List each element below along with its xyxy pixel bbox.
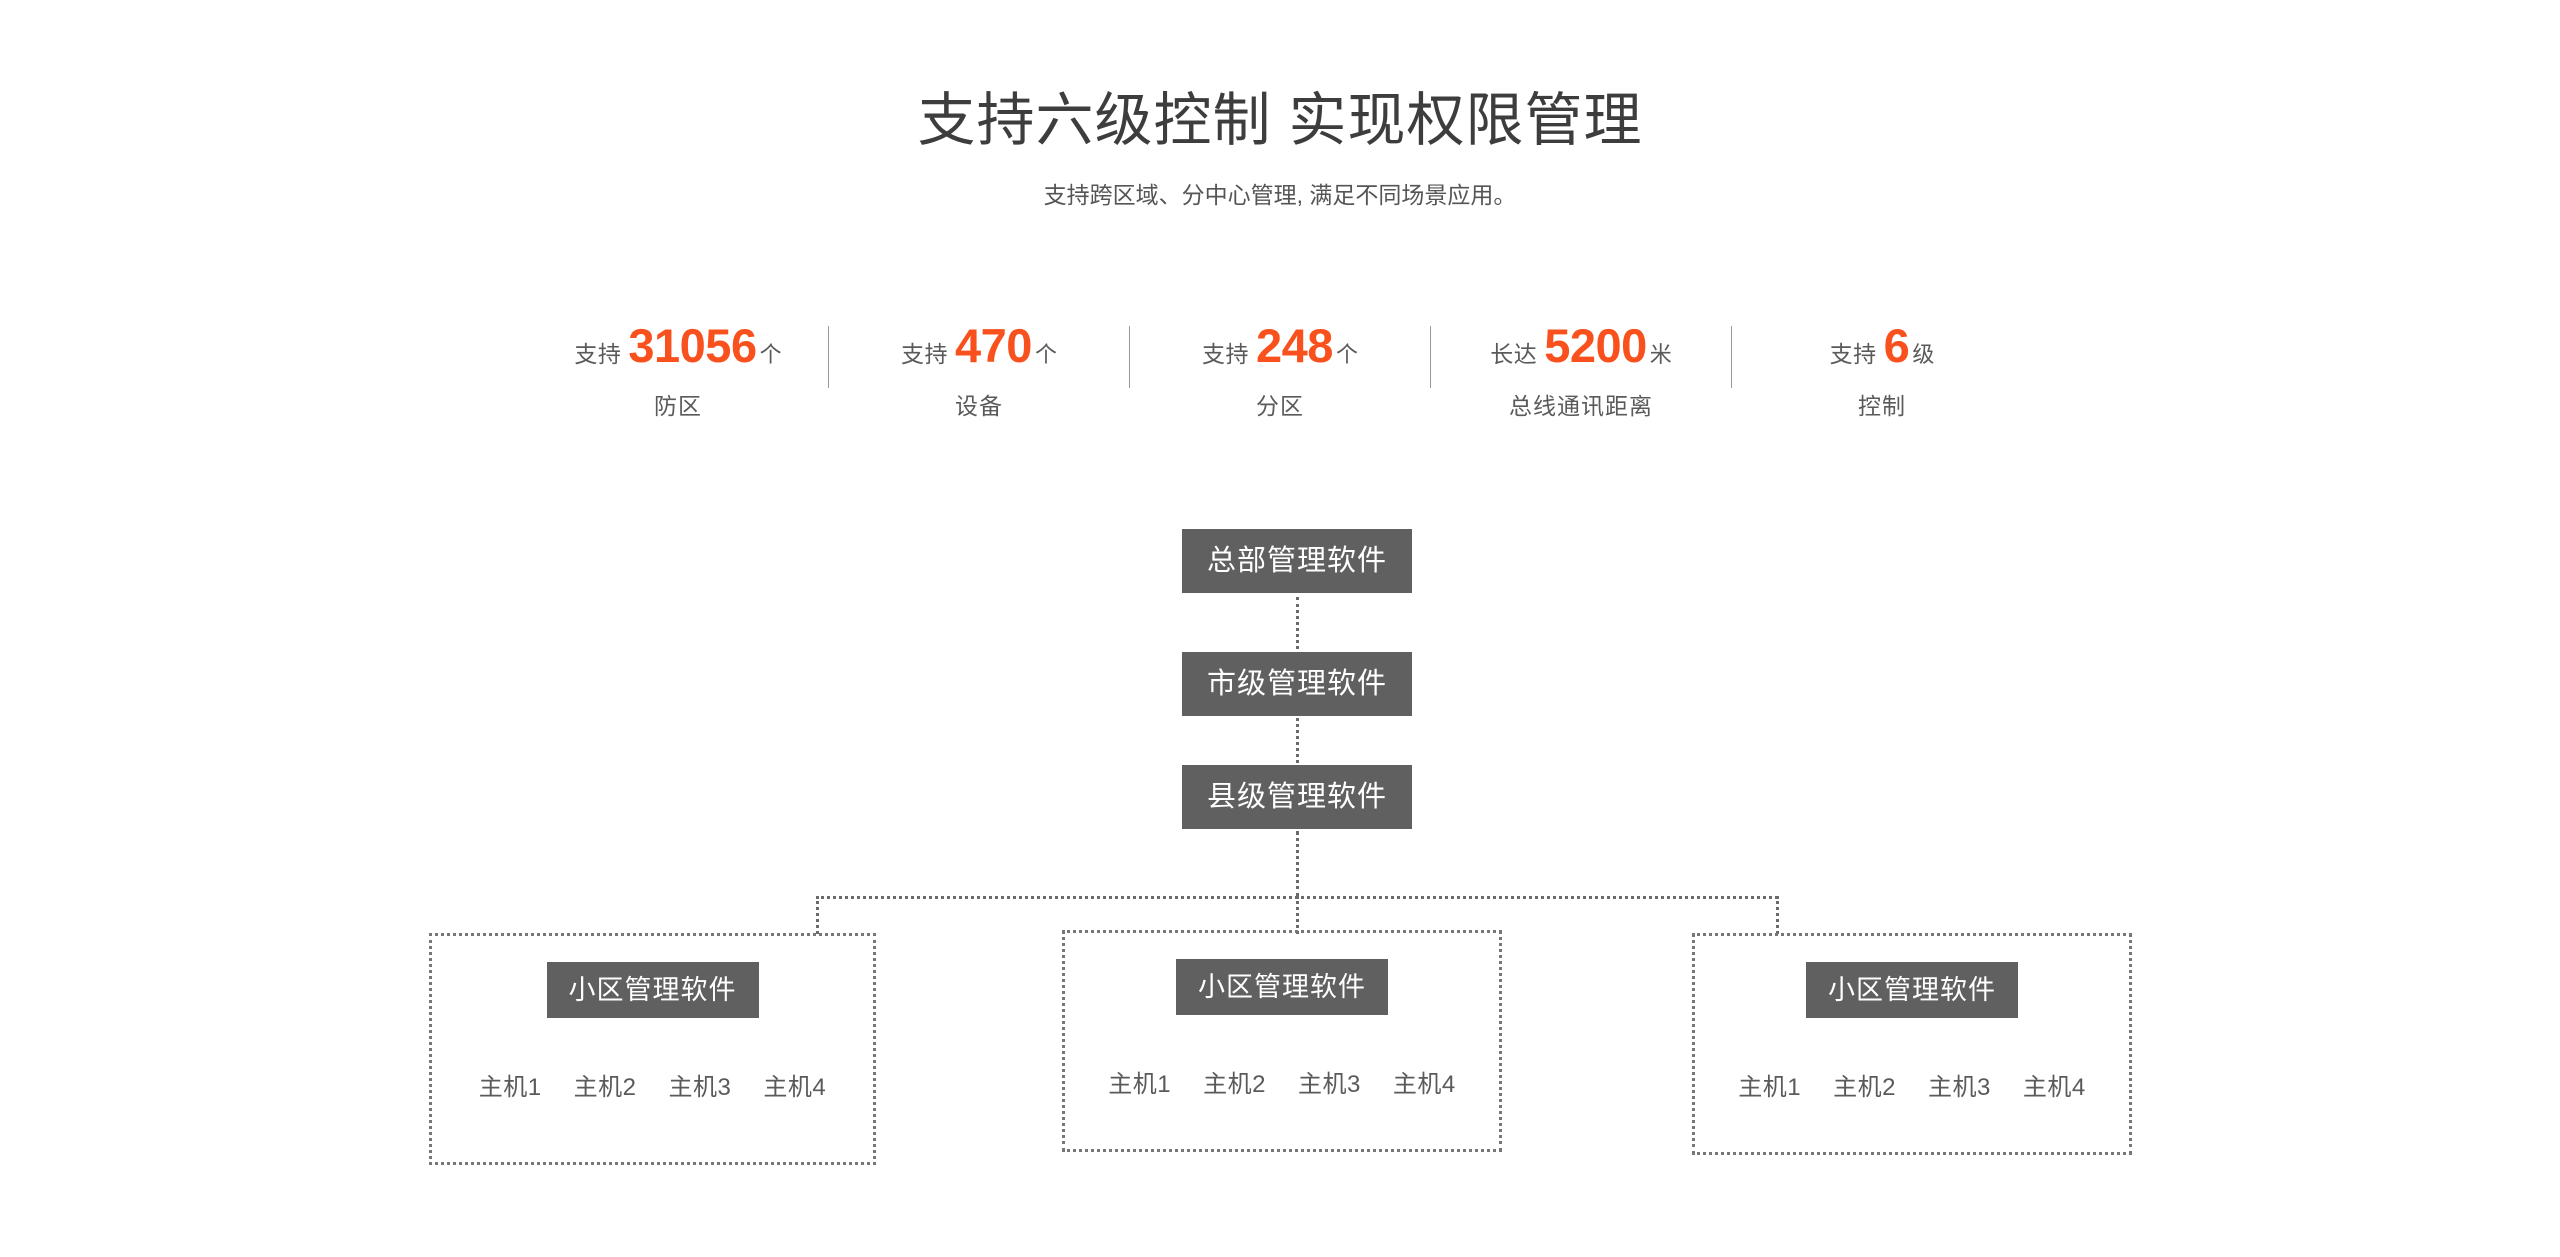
stat-value-line: 支持 31056 个 xyxy=(528,322,828,372)
stat-label: 防区 xyxy=(654,393,702,419)
stat-value-line: 支持 248 个 xyxy=(1130,322,1430,372)
host-list: 主机1 主机2 主机3 主机4 xyxy=(432,1067,873,1102)
stat-label: 设备 xyxy=(955,393,1003,419)
stat-divider xyxy=(828,326,829,388)
connector-drop-right xyxy=(1776,896,1779,934)
host-item[interactable]: 主机1 xyxy=(1738,1074,1802,1101)
host-item[interactable]: 主机2 xyxy=(1203,1071,1266,1098)
stat-item-shebei: 支持 470 个 设备 xyxy=(829,322,1129,421)
stat-divider xyxy=(1129,326,1130,388)
host-item[interactable]: 主机3 xyxy=(1928,1074,1991,1101)
stat-value: 248 xyxy=(1256,319,1333,372)
stat-label: 分区 xyxy=(1256,393,1304,419)
stat-item-distance: 长达 5200 米 总线通讯距离 xyxy=(1431,322,1731,421)
host-item[interactable]: 主机4 xyxy=(1392,1071,1456,1098)
stat-unit: 级 xyxy=(1912,342,1935,367)
stat-prefix: 支持 xyxy=(574,341,622,367)
stat-value-line: 支持 6 级 xyxy=(1732,322,2032,372)
stat-label: 控制 xyxy=(1858,393,1906,419)
host-item[interactable]: 主机1 xyxy=(478,1074,542,1101)
node-community-software[interactable]: 小区管理软件 xyxy=(1176,959,1388,1015)
community-group-1: 小区管理软件 主机1 主机2 主机3 主机4 xyxy=(429,933,876,1165)
stat-value: 5200 xyxy=(1544,319,1647,372)
stat-unit: 米 xyxy=(1649,342,1672,367)
connector-drop-middle xyxy=(1296,896,1299,934)
host-item[interactable]: 主机2 xyxy=(1833,1074,1896,1101)
host-list: 主机1 主机2 主机3 主机4 xyxy=(1695,1067,2129,1102)
node-headquarters-software[interactable]: 总部管理软件 xyxy=(1182,529,1412,593)
stat-item-fangqu: 支持 31056 个 防区 xyxy=(528,322,828,421)
stat-label: 总线通讯距离 xyxy=(1509,393,1653,419)
connector-hq-to-city xyxy=(1296,597,1299,649)
stat-unit: 个 xyxy=(1335,342,1358,367)
community-group-3: 小区管理软件 主机1 主机2 主机3 主机4 xyxy=(1692,933,2132,1155)
stat-prefix: 支持 xyxy=(1829,341,1877,367)
page-subtitle: 支持跨区域、分中心管理, 满足不同场景应用。 xyxy=(1043,181,1517,208)
stat-item-level: 支持 6 级 控制 xyxy=(1732,322,2032,421)
stat-divider xyxy=(1430,326,1431,388)
host-item[interactable]: 主机2 xyxy=(573,1074,637,1101)
stat-value-line: 长达 5200 米 xyxy=(1431,322,1731,372)
node-county-software[interactable]: 县级管理软件 xyxy=(1182,765,1412,829)
stats-row: 支持 31056 个 防区 支持 470 个 设备 支持 248 个 分区 xyxy=(0,322,2560,421)
connector-county-down xyxy=(1296,831,1299,897)
host-list: 主机1 主机2 主机3 主机4 xyxy=(1065,1064,1499,1099)
stat-divider xyxy=(1731,326,1732,388)
stat-item-fenqu: 支持 248 个 分区 xyxy=(1130,322,1430,421)
page-title: 支持六级控制 实现权限管理 xyxy=(917,88,1643,153)
connector-city-to-county xyxy=(1296,718,1299,763)
stat-value: 470 xyxy=(955,319,1032,372)
host-item[interactable]: 主机4 xyxy=(2022,1074,2086,1101)
stat-value-line: 支持 470 个 xyxy=(829,322,1129,372)
stat-unit: 个 xyxy=(1034,342,1057,367)
stat-unit: 个 xyxy=(759,342,782,367)
stat-value: 31056 xyxy=(628,319,757,372)
host-item[interactable]: 主机1 xyxy=(1108,1071,1172,1098)
page-header: 支持六级控制 实现权限管理 支持跨区域、分中心管理, 满足不同场景应用。 xyxy=(0,0,2560,211)
stat-value: 6 xyxy=(1883,319,1910,372)
node-community-software[interactable]: 小区管理软件 xyxy=(1806,962,2018,1018)
node-city-software[interactable]: 市级管理软件 xyxy=(1182,652,1412,716)
node-community-software[interactable]: 小区管理软件 xyxy=(546,962,759,1018)
host-item[interactable]: 主机3 xyxy=(1298,1071,1361,1098)
connector-drop-left xyxy=(816,896,819,934)
host-item[interactable]: 主机3 xyxy=(668,1074,732,1101)
stat-prefix: 支持 xyxy=(901,341,949,367)
host-item[interactable]: 主机4 xyxy=(763,1074,827,1101)
stat-prefix: 长达 xyxy=(1490,341,1538,367)
stat-prefix: 支持 xyxy=(1202,341,1250,367)
community-group-2: 小区管理软件 主机1 主机2 主机3 主机4 xyxy=(1062,930,1502,1152)
